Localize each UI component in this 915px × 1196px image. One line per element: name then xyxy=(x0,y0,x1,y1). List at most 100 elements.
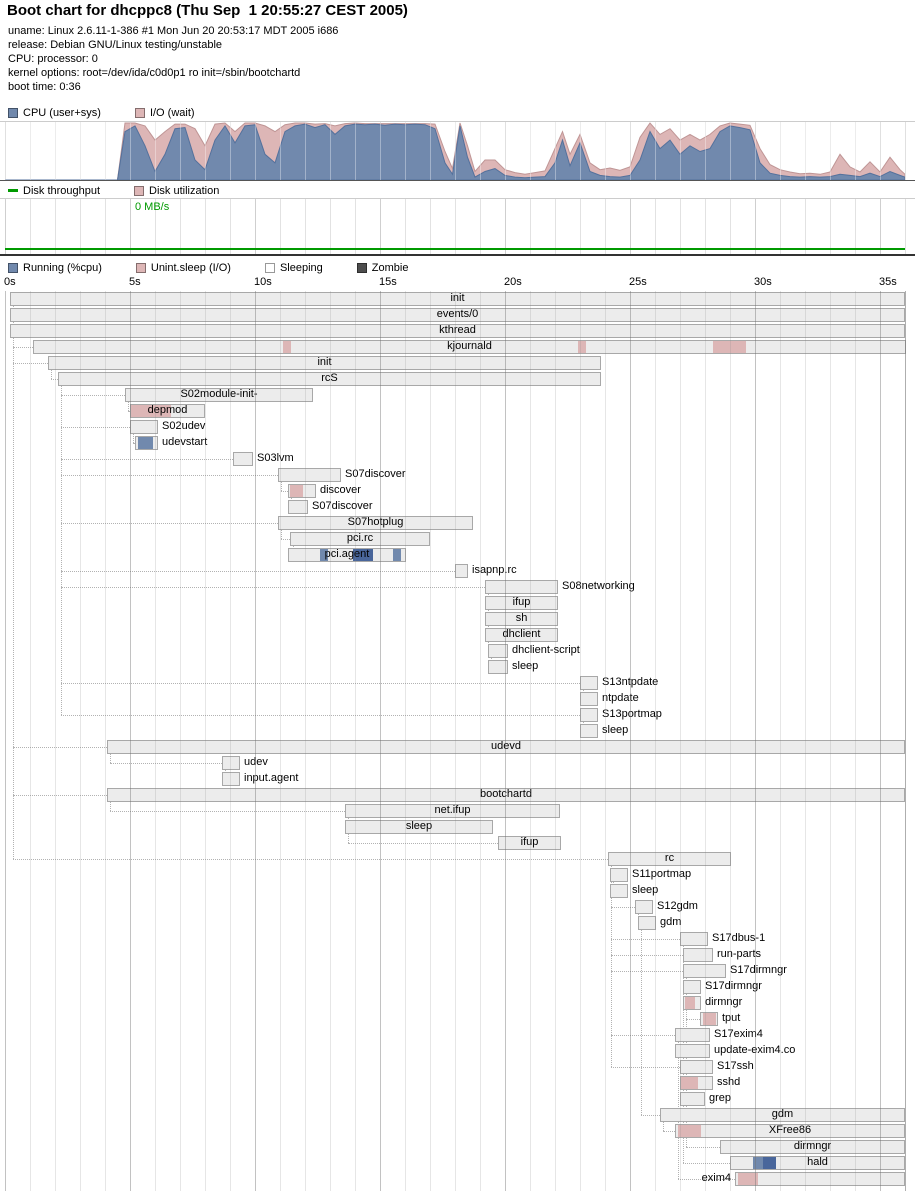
process-bar xyxy=(288,500,308,514)
activity-segment-run xyxy=(753,1157,763,1169)
process-label: events/0 xyxy=(436,308,479,320)
process-bar xyxy=(278,516,473,530)
activity-segment-io xyxy=(738,1173,758,1185)
process-label: sleep xyxy=(602,724,629,736)
tree-connector-horizontal xyxy=(61,715,580,716)
legend-swatch-box xyxy=(356,262,367,273)
process-label: sh xyxy=(515,612,528,624)
tree-connector-horizontal xyxy=(686,1019,700,1020)
disk-throughput-line xyxy=(5,248,905,250)
activity-segment-io xyxy=(131,405,171,417)
process-label: discover xyxy=(320,484,361,496)
legend-item: I/O (wait) xyxy=(134,106,195,119)
process-label: tput xyxy=(722,1012,741,1024)
legend-label: I/O (wait) xyxy=(149,106,195,119)
process-label: ifup xyxy=(520,836,539,848)
process-label: S17ssh xyxy=(717,1060,754,1072)
process-bar xyxy=(683,948,713,962)
tree-connector-horizontal xyxy=(61,683,580,684)
cpu-area-svg xyxy=(5,122,905,180)
process-label: S03lvm xyxy=(257,452,294,464)
tree-connector-vertical xyxy=(641,928,642,1115)
activity-segment-io xyxy=(685,997,695,1009)
tree-connector-horizontal xyxy=(281,491,288,492)
activity-segment-run2 xyxy=(763,1157,776,1169)
process-bar xyxy=(635,900,653,914)
process-bar xyxy=(638,916,656,930)
process-label: dhclient xyxy=(502,628,541,640)
tree-connector-horizontal xyxy=(641,1115,660,1116)
process-bar xyxy=(278,468,341,482)
cpu-chart-legend: CPU (user+sys)I/O (wait) xyxy=(8,106,229,119)
process-label: sleep xyxy=(512,660,539,672)
tree-connector-horizontal xyxy=(13,363,48,364)
process-label: S02udev xyxy=(162,420,206,432)
tree-connector-horizontal xyxy=(611,907,635,908)
cpu-chart xyxy=(0,121,915,181)
kernel-options-line: kernel options: root=/dev/ida/c0d0p1 ro … xyxy=(8,67,301,79)
boot-time-line: boot time: 0:36 xyxy=(8,81,81,93)
process-bar xyxy=(10,292,905,306)
process-bar xyxy=(135,436,158,450)
process-bar xyxy=(288,548,406,562)
process-bar xyxy=(233,452,253,466)
activity-segment-io xyxy=(578,341,586,353)
tree-connector-horizontal xyxy=(13,747,107,748)
activity-segment-io xyxy=(290,485,303,497)
process-label: udevd xyxy=(491,740,521,752)
axis-tick-label: 25s xyxy=(629,276,647,288)
tree-connector-vertical xyxy=(51,368,52,379)
tree-connector-vertical xyxy=(110,800,111,811)
tree-connector-horizontal xyxy=(611,955,683,956)
tree-connector-horizontal xyxy=(13,347,33,348)
process-label: S08networking xyxy=(562,580,635,592)
activity-segment-io xyxy=(283,341,291,353)
process-label: dirmngr xyxy=(793,1140,832,1152)
process-bar xyxy=(222,756,240,770)
activity-segment-io xyxy=(713,341,746,353)
process-bar xyxy=(488,644,508,658)
process-label: S11portmap xyxy=(632,868,692,880)
legend-swatch-box xyxy=(135,262,146,273)
process-label: S07hotplug xyxy=(347,516,404,528)
process-bar xyxy=(498,836,561,850)
disk-chart-legend: Disk throughput Disk utilization xyxy=(8,184,253,197)
tree-connector-horizontal xyxy=(663,1131,675,1132)
process-bar xyxy=(580,708,598,722)
legend-item: Disk throughput xyxy=(8,185,100,197)
tree-connector-horizontal xyxy=(611,1067,680,1068)
legend-swatch-box xyxy=(8,107,18,118)
tree-connector-horizontal xyxy=(61,459,233,460)
tree-connector-vertical xyxy=(133,432,134,443)
process-label: S12gdm xyxy=(657,900,698,912)
activity-segment-io xyxy=(678,1125,701,1137)
process-label: depmod xyxy=(147,404,188,416)
tree-connector-horizontal xyxy=(683,1163,730,1164)
process-label: sleep xyxy=(632,884,659,896)
tree-connector-horizontal xyxy=(61,523,278,524)
process-bar xyxy=(683,996,701,1010)
legend-label: Disk utilization xyxy=(149,184,220,197)
process-label: dirmngr xyxy=(705,996,743,1008)
process-bar xyxy=(10,324,905,338)
tree-connector-horizontal xyxy=(611,939,680,940)
process-bar xyxy=(48,356,601,370)
axis-tick-label: 5s xyxy=(129,276,141,288)
tree-connector-horizontal xyxy=(281,539,290,540)
process-label: bootchartd xyxy=(480,788,532,800)
process-label: gdm xyxy=(771,1108,794,1120)
process-label: udevstart xyxy=(162,436,208,448)
process-bar xyxy=(130,404,205,418)
tree-connector-vertical xyxy=(281,528,282,539)
legend-swatch-line xyxy=(8,189,18,192)
process-bar xyxy=(485,612,558,626)
process-label: init xyxy=(317,356,332,368)
tree-connector-vertical xyxy=(663,1120,664,1131)
legend-swatch-box xyxy=(264,262,275,273)
legend-label: Zombie xyxy=(371,261,409,274)
process-label: grep xyxy=(709,1092,732,1104)
process-bar xyxy=(107,740,905,754)
tree-connector-horizontal xyxy=(61,475,278,476)
tree-connector-horizontal xyxy=(61,571,455,572)
